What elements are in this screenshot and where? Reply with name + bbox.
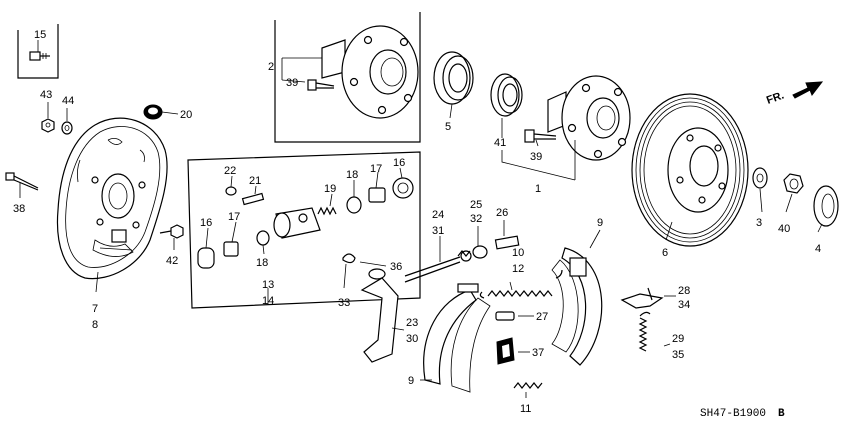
lever-33-36-part xyxy=(342,253,386,280)
brake-shoe-9-left-part xyxy=(423,283,491,393)
label-4: 4 xyxy=(815,243,821,255)
label-19: 19 xyxy=(324,183,336,195)
label-40: 40 xyxy=(778,223,790,235)
label-17-upper: 17 xyxy=(370,163,382,175)
label-42: 42 xyxy=(166,255,178,267)
label-28: 28 xyxy=(678,285,690,297)
label-18-lower: 18 xyxy=(256,257,268,269)
label-5: 5 xyxy=(445,121,451,133)
label-30: 30 xyxy=(406,333,418,345)
label-33: 33 xyxy=(338,297,350,309)
label-43: 43 xyxy=(40,89,52,101)
label-16-lower: 16 xyxy=(200,217,212,229)
bolt-42-part xyxy=(159,224,184,239)
leader-lines xyxy=(19,40,823,398)
label-7: 7 xyxy=(92,303,98,315)
diagram-code: SH47-B1900 B xyxy=(700,408,785,420)
stud-bolt-39-upper-part xyxy=(307,79,335,91)
label-18-upper: 18 xyxy=(346,169,358,181)
label-38: 38 xyxy=(13,203,25,215)
label-14: 14 xyxy=(262,295,274,307)
adjuster-24-31-part xyxy=(404,250,472,283)
hub-assembly-bracket-box xyxy=(274,12,421,143)
label-44: 44 xyxy=(62,95,74,107)
label-9-right: 9 xyxy=(597,217,603,229)
label-37: 37 xyxy=(532,347,544,359)
label-39-upper: 39 xyxy=(286,77,298,89)
label-26: 26 xyxy=(496,207,508,219)
stud-bolt-39-lower-part xyxy=(524,129,557,143)
hub-cap-4-part xyxy=(813,185,839,227)
return-spring-29-35-part xyxy=(638,311,651,352)
label-22: 22 xyxy=(224,165,236,177)
label-11: 11 xyxy=(520,403,531,415)
diagram-code-text: SH47-B1900 xyxy=(700,408,766,420)
hub-flange-part-2 xyxy=(321,25,419,119)
label-13: 13 xyxy=(262,279,274,291)
label-3: 3 xyxy=(756,217,762,229)
label-21: 21 xyxy=(249,175,261,187)
parking-lever-23-30-part xyxy=(360,277,399,363)
label-8: 8 xyxy=(92,319,98,331)
front-direction-arrow-icon xyxy=(792,81,824,99)
label-17-lower: 17 xyxy=(228,211,240,223)
label-6: 6 xyxy=(662,247,668,259)
washer-3-part xyxy=(752,167,768,189)
adjuster-bolt-26-part xyxy=(494,235,520,250)
brake-shoe-9-right-part xyxy=(551,247,603,366)
label-39-lower: 39 xyxy=(530,151,542,163)
bolt-15-part xyxy=(29,51,50,61)
spring-12-part xyxy=(479,269,563,299)
label-27: 27 xyxy=(536,311,548,323)
diagram-code-suffix: B xyxy=(778,408,785,420)
bearing-41-part xyxy=(490,73,523,117)
label-36: 36 xyxy=(390,261,402,273)
label-24: 24 xyxy=(432,209,444,221)
pin-27-part xyxy=(495,311,515,321)
label-20: 20 xyxy=(180,109,192,121)
oil-seal-5-part xyxy=(433,51,474,105)
label-31: 31 xyxy=(432,225,444,237)
adjuster-nut-25-32-part xyxy=(457,245,488,259)
nut-43-part xyxy=(41,118,55,133)
clip-37-part xyxy=(496,337,515,365)
bolt-15-bracket-box xyxy=(17,24,59,79)
label-23: 23 xyxy=(406,317,418,329)
label-29: 29 xyxy=(672,333,684,345)
label-10: 10 xyxy=(512,247,524,259)
label-12: 12 xyxy=(512,263,524,275)
label-34: 34 xyxy=(678,299,690,311)
label-25: 25 xyxy=(470,199,482,211)
spring-11-part xyxy=(513,382,543,389)
label-41: 41 xyxy=(494,137,506,149)
bracket-28-34-part xyxy=(620,287,664,309)
washer-44-part xyxy=(61,121,73,135)
grommet-20-part xyxy=(143,104,163,120)
label-16-upper: 16 xyxy=(393,157,405,169)
backing-plate-part xyxy=(56,117,168,280)
bolt-38-part xyxy=(5,172,39,191)
label-35: 35 xyxy=(672,349,684,361)
wheel-cylinder-bracket-box xyxy=(187,151,421,309)
brake-drum-part-6 xyxy=(631,93,749,247)
wheel-cylinder-parts xyxy=(197,177,414,269)
label-15: 15 xyxy=(34,29,46,41)
hub-part-1 xyxy=(547,75,631,161)
label-32: 32 xyxy=(470,213,482,225)
direction-label: FR. xyxy=(765,89,786,106)
label-9-left: 9 xyxy=(408,375,414,387)
callout-labels: 15 2 39 43 44 20 5 41 39 1 FR. 22 21 19 … xyxy=(13,29,821,415)
spindle-nut-40-part xyxy=(783,173,804,194)
label-2: 2 xyxy=(268,61,274,73)
label-1: 1 xyxy=(535,183,541,195)
